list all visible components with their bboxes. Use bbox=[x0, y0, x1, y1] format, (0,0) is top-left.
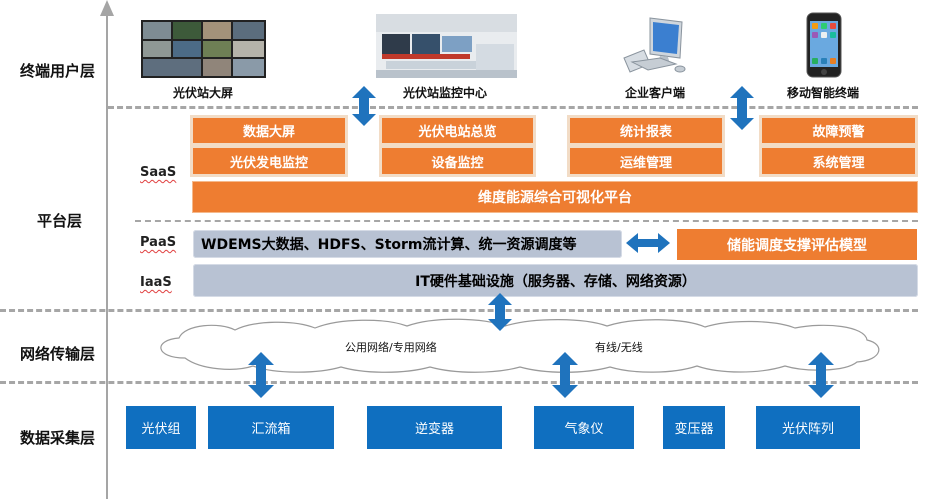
separator-platform-network bbox=[0, 309, 918, 312]
saas-tile-system-management: 系统管理 bbox=[762, 148, 915, 174]
network-label-wired-wireless: 有线/无线 bbox=[595, 341, 643, 354]
smartphone-icon bbox=[806, 12, 842, 78]
double-arrow-vertical-icon bbox=[808, 352, 834, 398]
sublayer-label-saas: SaaS bbox=[140, 165, 177, 180]
saas-tile-equipment-monitor: 设备监控 bbox=[382, 148, 533, 174]
terminal-label-control-room: 光伏站监控中心 bbox=[402, 86, 487, 100]
saas-tile-generation-monitor: 光伏发电监控 bbox=[193, 148, 345, 174]
layer-label-terminal: 终端用户层 bbox=[20, 62, 96, 80]
device-pv-module: 光伏组 bbox=[126, 406, 196, 449]
layer-label-data: 数据采集层 bbox=[20, 429, 96, 447]
iaas-bar: IT硬件基础设施（服务器、存储、网络资源） bbox=[193, 264, 918, 297]
device-transformer: 变压器 bbox=[663, 406, 725, 449]
separator-saas-paas bbox=[135, 220, 918, 222]
double-arrow-vertical-icon bbox=[552, 352, 578, 398]
saas-tile-operations-management: 运维管理 bbox=[570, 148, 722, 174]
axis-arrow-up-icon bbox=[100, 0, 114, 16]
double-arrow-vertical-icon bbox=[248, 352, 274, 398]
paas-bar: WDEMS大数据、HDFS、Storm流计算、统一资源调度等 bbox=[193, 230, 622, 258]
video-wall-icon bbox=[141, 20, 266, 78]
platform-bar: 维度能源综合可视化平台 bbox=[192, 181, 918, 213]
separator-network-data bbox=[0, 381, 918, 384]
saas-tile-fault-warning: 故障预警 bbox=[762, 118, 915, 143]
saas-tile-statistics-report: 统计报表 bbox=[570, 118, 722, 143]
saas-tile-station-overview: 光伏电站总览 bbox=[382, 118, 533, 143]
device-combiner-box: 汇流箱 bbox=[208, 406, 334, 449]
layer-label-network: 网络传输层 bbox=[20, 345, 96, 363]
device-weather-meter: 气象仪 bbox=[534, 406, 634, 449]
double-arrow-horizontal-icon bbox=[626, 232, 670, 254]
terminal-label-desktop: 企业客户端 bbox=[624, 86, 685, 100]
sublayer-label-paas: PaaS bbox=[140, 235, 177, 250]
sublayer-label-iaas: IaaS bbox=[140, 275, 172, 290]
double-arrow-vertical-icon bbox=[488, 293, 512, 331]
saas-tile-data-screen: 数据大屏 bbox=[193, 118, 345, 143]
desktop-computer-icon bbox=[620, 14, 688, 78]
double-arrow-vertical-icon bbox=[730, 86, 754, 130]
control-room-icon bbox=[376, 14, 517, 78]
device-inverter: 逆变器 bbox=[367, 406, 502, 449]
network-label-public-private: 公用网络/专用网络 bbox=[345, 341, 437, 354]
separator-terminal-platform bbox=[108, 106, 918, 109]
terminal-label-mobile: 移动智能终端 bbox=[786, 86, 859, 100]
layer-label-platform: 平台层 bbox=[37, 212, 83, 230]
terminal-label-video-wall: 光伏站大屏 bbox=[172, 86, 233, 100]
network-cloud-icon bbox=[145, 318, 885, 374]
device-pv-array: 光伏阵列 bbox=[756, 406, 860, 449]
double-arrow-vertical-icon bbox=[352, 86, 376, 126]
vertical-axis-line bbox=[106, 14, 108, 499]
paas-model-box: 储能调度支撑评估模型 bbox=[677, 229, 917, 260]
